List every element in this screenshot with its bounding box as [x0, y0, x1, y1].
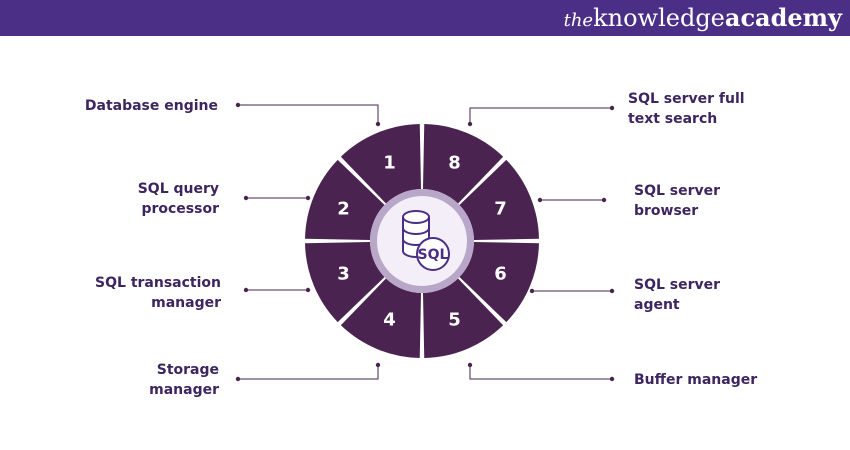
segment-number-7: 7 — [494, 198, 507, 219]
label-line: SQL server full — [628, 91, 745, 107]
connector-8-dot-end — [467, 121, 473, 127]
segment-number-5: 5 — [448, 310, 461, 331]
label-line: processor — [141, 201, 219, 217]
label-buffer-manager: Buffer manager — [634, 370, 794, 390]
connector-7-dot-start — [601, 197, 607, 203]
connector-2-dot-start — [243, 195, 249, 201]
label-sql-server-full-text-search: SQL server full text search — [628, 89, 788, 129]
label-line: agent — [634, 297, 680, 313]
connector-6-dot-end — [529, 288, 535, 294]
segment-3 — [305, 241, 385, 323]
label-line: browser — [634, 203, 699, 219]
connector-5-dot-start — [609, 376, 615, 382]
brand-academy: academy — [724, 3, 842, 32]
label-sql-server-agent: SQL server agent — [634, 275, 784, 315]
connector-3-dot-start — [243, 287, 249, 293]
label-line: SQL server — [634, 277, 721, 293]
segment-number-2: 2 — [337, 198, 350, 219]
label-line: Database engine — [84, 98, 218, 114]
brand-the: the — [563, 10, 594, 31]
segment-4 — [340, 278, 422, 358]
segment-number-4: 4 — [383, 310, 396, 331]
label-storage-manager: Storage manager — [100, 360, 219, 400]
connector-5 — [469, 365, 612, 380]
connector-7-dot-end — [537, 197, 543, 203]
segment-5 — [422, 278, 504, 358]
label-line: SQL server — [634, 183, 721, 199]
segment-1 — [340, 124, 422, 204]
segment-2 — [305, 159, 385, 241]
label-sql-query-processor: SQL query processor — [70, 179, 219, 219]
sql-badge — [416, 237, 450, 271]
segment-8 — [422, 124, 504, 204]
connector-2-dot-end — [305, 195, 311, 201]
label-line: SQL query — [137, 181, 219, 197]
connector-1-dot-end — [375, 121, 381, 127]
label-sql-server-browser: SQL server browser — [634, 181, 784, 221]
sql-badge-text: SQL — [418, 247, 449, 263]
connector-8-dot-start — [609, 105, 615, 111]
label-line: SQL transaction — [95, 275, 221, 291]
segment-number-8: 8 — [448, 152, 461, 173]
segment-number-3: 3 — [337, 264, 350, 285]
connector-4-dot-end — [375, 362, 381, 368]
connector-6-dot-start — [609, 288, 615, 294]
connector-8 — [469, 107, 612, 124]
connector-4 — [238, 365, 379, 380]
label-line: manager — [149, 382, 219, 398]
connector-1-dot-start — [235, 102, 241, 108]
segment-6 — [459, 241, 539, 323]
label-line: Storage — [156, 362, 219, 378]
segment-number-1: 1 — [383, 152, 396, 173]
brand-knowledge: knowledge — [593, 4, 725, 32]
brand-logo: theknowledgeacademy — [564, 3, 842, 32]
label-line: manager — [151, 295, 221, 311]
label-database-engine: Database engine — [60, 96, 218, 116]
label-line: Buffer manager — [634, 372, 758, 388]
segment-7 — [459, 159, 539, 241]
connector-4-dot-start — [235, 376, 241, 382]
label-sql-transaction-manager: SQL transaction manager — [60, 273, 221, 313]
segment-number-6: 6 — [494, 264, 507, 285]
connector-5-dot-end — [467, 362, 473, 368]
header-bar: theknowledgeacademy — [0, 0, 850, 36]
label-line: text search — [628, 111, 718, 127]
connector-3-dot-end — [305, 287, 311, 293]
connector-1 — [238, 104, 379, 124]
